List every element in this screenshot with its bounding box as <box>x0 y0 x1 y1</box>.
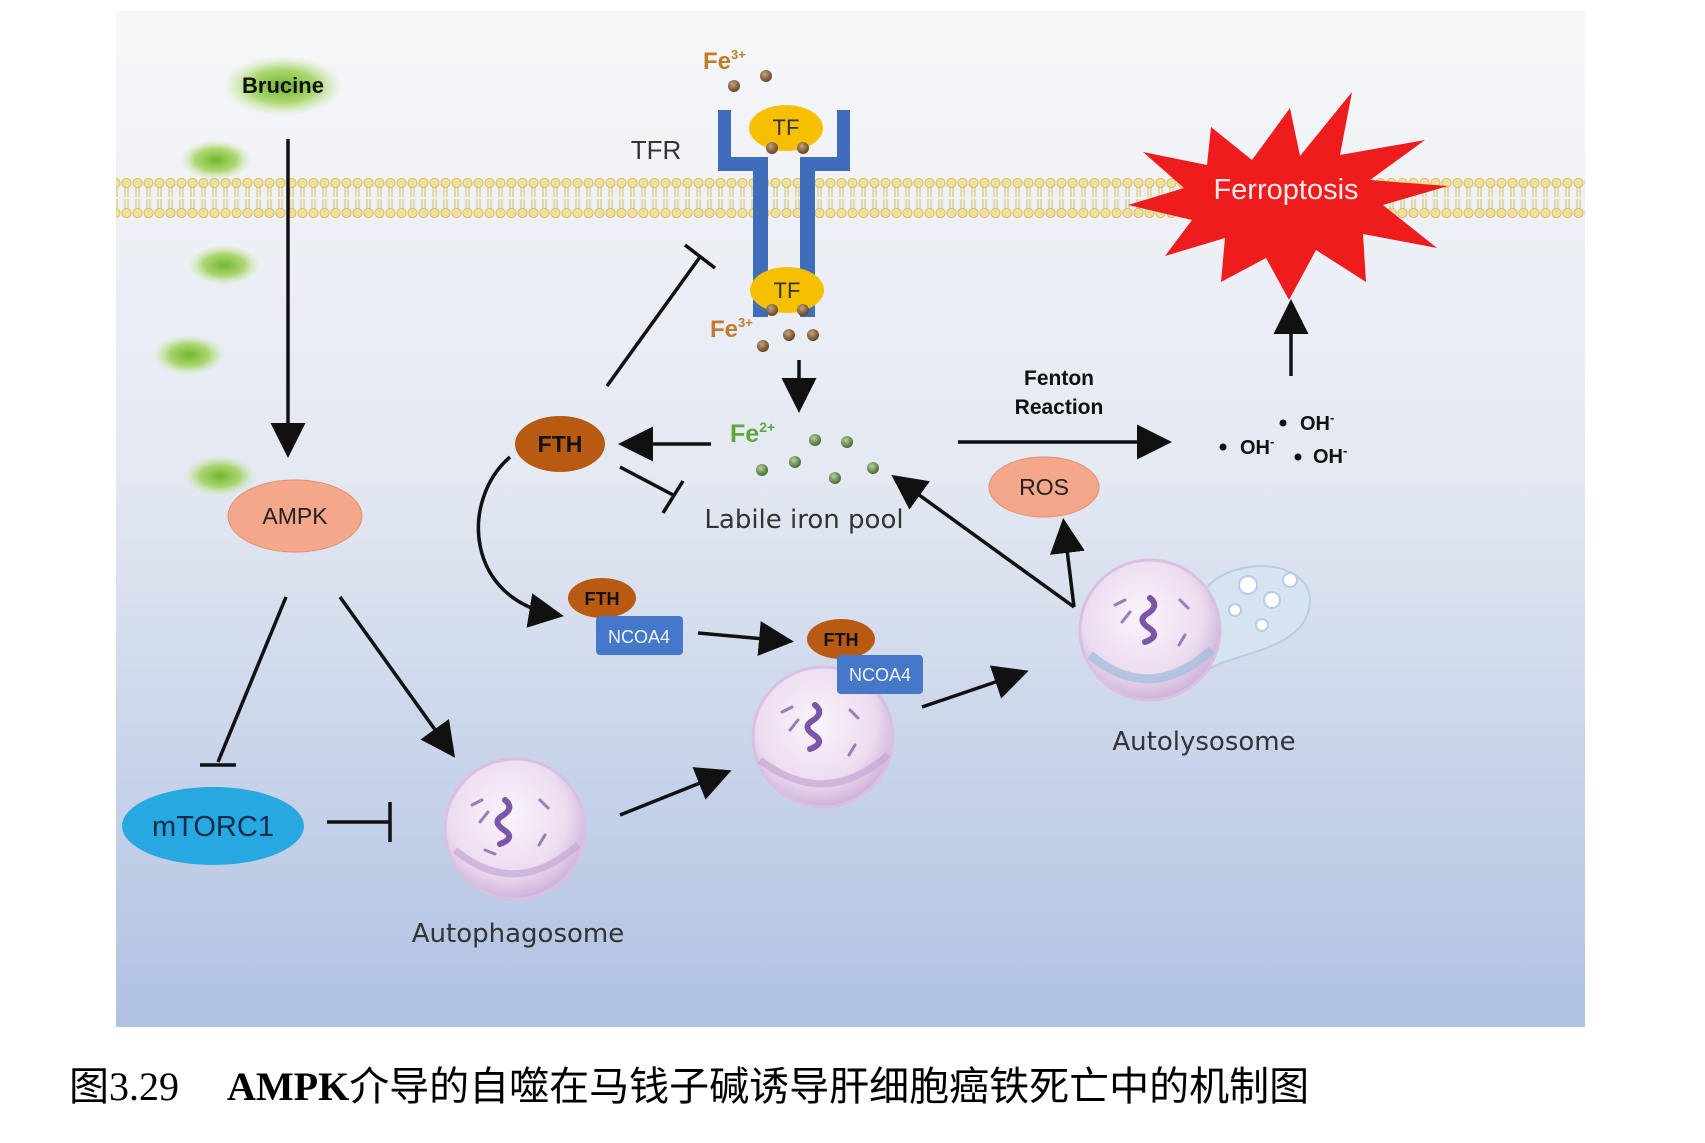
ncoa4-on-vesicle <box>837 655 923 694</box>
autophagosome-vesicle <box>443 757 587 901</box>
fth-ncoa4-fth <box>568 578 636 618</box>
tf-inner-label: TF <box>774 278 801 303</box>
inhibit-bar <box>661 480 685 514</box>
ferroptosis-label: Ferroptosis <box>1213 174 1358 206</box>
tf-outer <box>749 105 823 151</box>
fe3-ion <box>760 70 772 82</box>
fenton-label-line2: Reaction <box>1015 396 1104 419</box>
fe2-ion <box>841 436 853 448</box>
ferroptosis-burst <box>1128 92 1448 300</box>
fth-ncoa4-fth-label: FTH <box>585 589 620 609</box>
brucine-blob <box>180 140 252 180</box>
fth-on-vesicle-label: FTH <box>824 630 859 650</box>
tfr-label: TFR <box>631 135 682 165</box>
fe3-outer-label: Fe3+ <box>703 47 746 75</box>
oh-label: OH- <box>1313 443 1347 468</box>
fe3-ion <box>797 304 809 316</box>
ferritinophagy-vesicle <box>751 665 895 809</box>
brucine-blob <box>223 56 343 116</box>
ros-label: ROS <box>1019 474 1069 500</box>
fth-ncoa4-ncoa4-label: NCOA4 <box>608 627 670 647</box>
brucine-blob <box>153 335 225 375</box>
autolysosome-label: Autolysosome <box>1112 727 1295 757</box>
inhibit-fth-to-tfr <box>605 255 702 388</box>
radical-dot <box>1294 453 1302 461</box>
brucine-molecules <box>153 56 343 496</box>
tf-inner <box>750 267 824 313</box>
caption-bold-term: AMPK <box>227 1064 350 1109</box>
fth-ncoa4-ncoa4 <box>596 616 683 655</box>
oh-label: OH- <box>1300 410 1334 435</box>
ros-node <box>988 456 1100 518</box>
oh-label: OH- <box>1240 434 1274 459</box>
fth-label: FTH <box>538 431 583 457</box>
radical-dot <box>1279 419 1287 427</box>
figure-caption: 图3.29 AMPK介导的自噬在马钱子碱诱导肝细胞癌铁死亡中的机制图 <box>69 1057 1669 1117</box>
fe3-ion <box>807 329 819 341</box>
radical-dot <box>1219 443 1227 451</box>
fe2-ion <box>867 462 879 474</box>
hydroxyl-radicals: OH- OH- OH- <box>1219 410 1347 468</box>
ncoa4-on-vesicle-label: NCOA4 <box>849 665 911 685</box>
fe3-ion <box>728 80 740 92</box>
ampk-node <box>227 479 363 553</box>
figure-number: 图3.29 <box>69 1064 179 1109</box>
arrow-complex-to-autolysosome <box>921 665 1029 709</box>
tf-outer-label: TF <box>773 115 800 140</box>
fth-node <box>515 416 605 472</box>
fe2-label: Fe2+ <box>730 419 775 448</box>
autolysosome-vesicle <box>1078 558 1312 702</box>
brucine-blob <box>188 245 260 285</box>
inhibit-bar <box>683 243 717 270</box>
fe3-ion <box>757 340 769 352</box>
arrow-ncoa4-to-vesicle <box>697 621 794 656</box>
fenton-label-line1: Fenton <box>1024 367 1094 390</box>
fe3-ion <box>766 142 778 154</box>
arrow-autolysosome-to-ros <box>1050 518 1085 608</box>
fe3-ion <box>797 142 809 154</box>
fth-on-vesicle <box>807 619 875 659</box>
caption-text: 介导的自噬在马钱子碱诱导肝细胞癌铁死亡中的机制图 <box>349 1064 1310 1109</box>
arrow-autophagosome-to-complex <box>619 767 732 817</box>
fe3-ion <box>783 329 795 341</box>
fe2-ion <box>829 472 841 484</box>
fe2-ion <box>809 434 821 446</box>
inhibit-ampk-to-mtorc1 <box>216 596 288 763</box>
fe2-ion <box>756 464 768 476</box>
ampk-label: AMPK <box>262 503 328 529</box>
fe3-ion <box>766 304 778 316</box>
brucine-blob <box>184 456 256 496</box>
arrow-ampk-to-autophagosome <box>338 595 456 758</box>
arrow-fth-to-ncoa4 <box>476 455 564 628</box>
mtorc1-node <box>122 787 304 865</box>
brucine-label: Brucine <box>242 73 324 98</box>
fe3-inner-label: Fe3+ <box>710 315 753 343</box>
labile-iron-pool-label: Labile iron pool <box>704 505 903 535</box>
inhibit-fth-to-lip <box>619 465 676 498</box>
mtorc1-label: mTORC1 <box>152 811 274 843</box>
arrow-autolysosome-to-lip <box>891 474 1076 609</box>
autophagosome-label: Autophagosome <box>412 919 624 949</box>
fe2-ion <box>789 456 801 468</box>
